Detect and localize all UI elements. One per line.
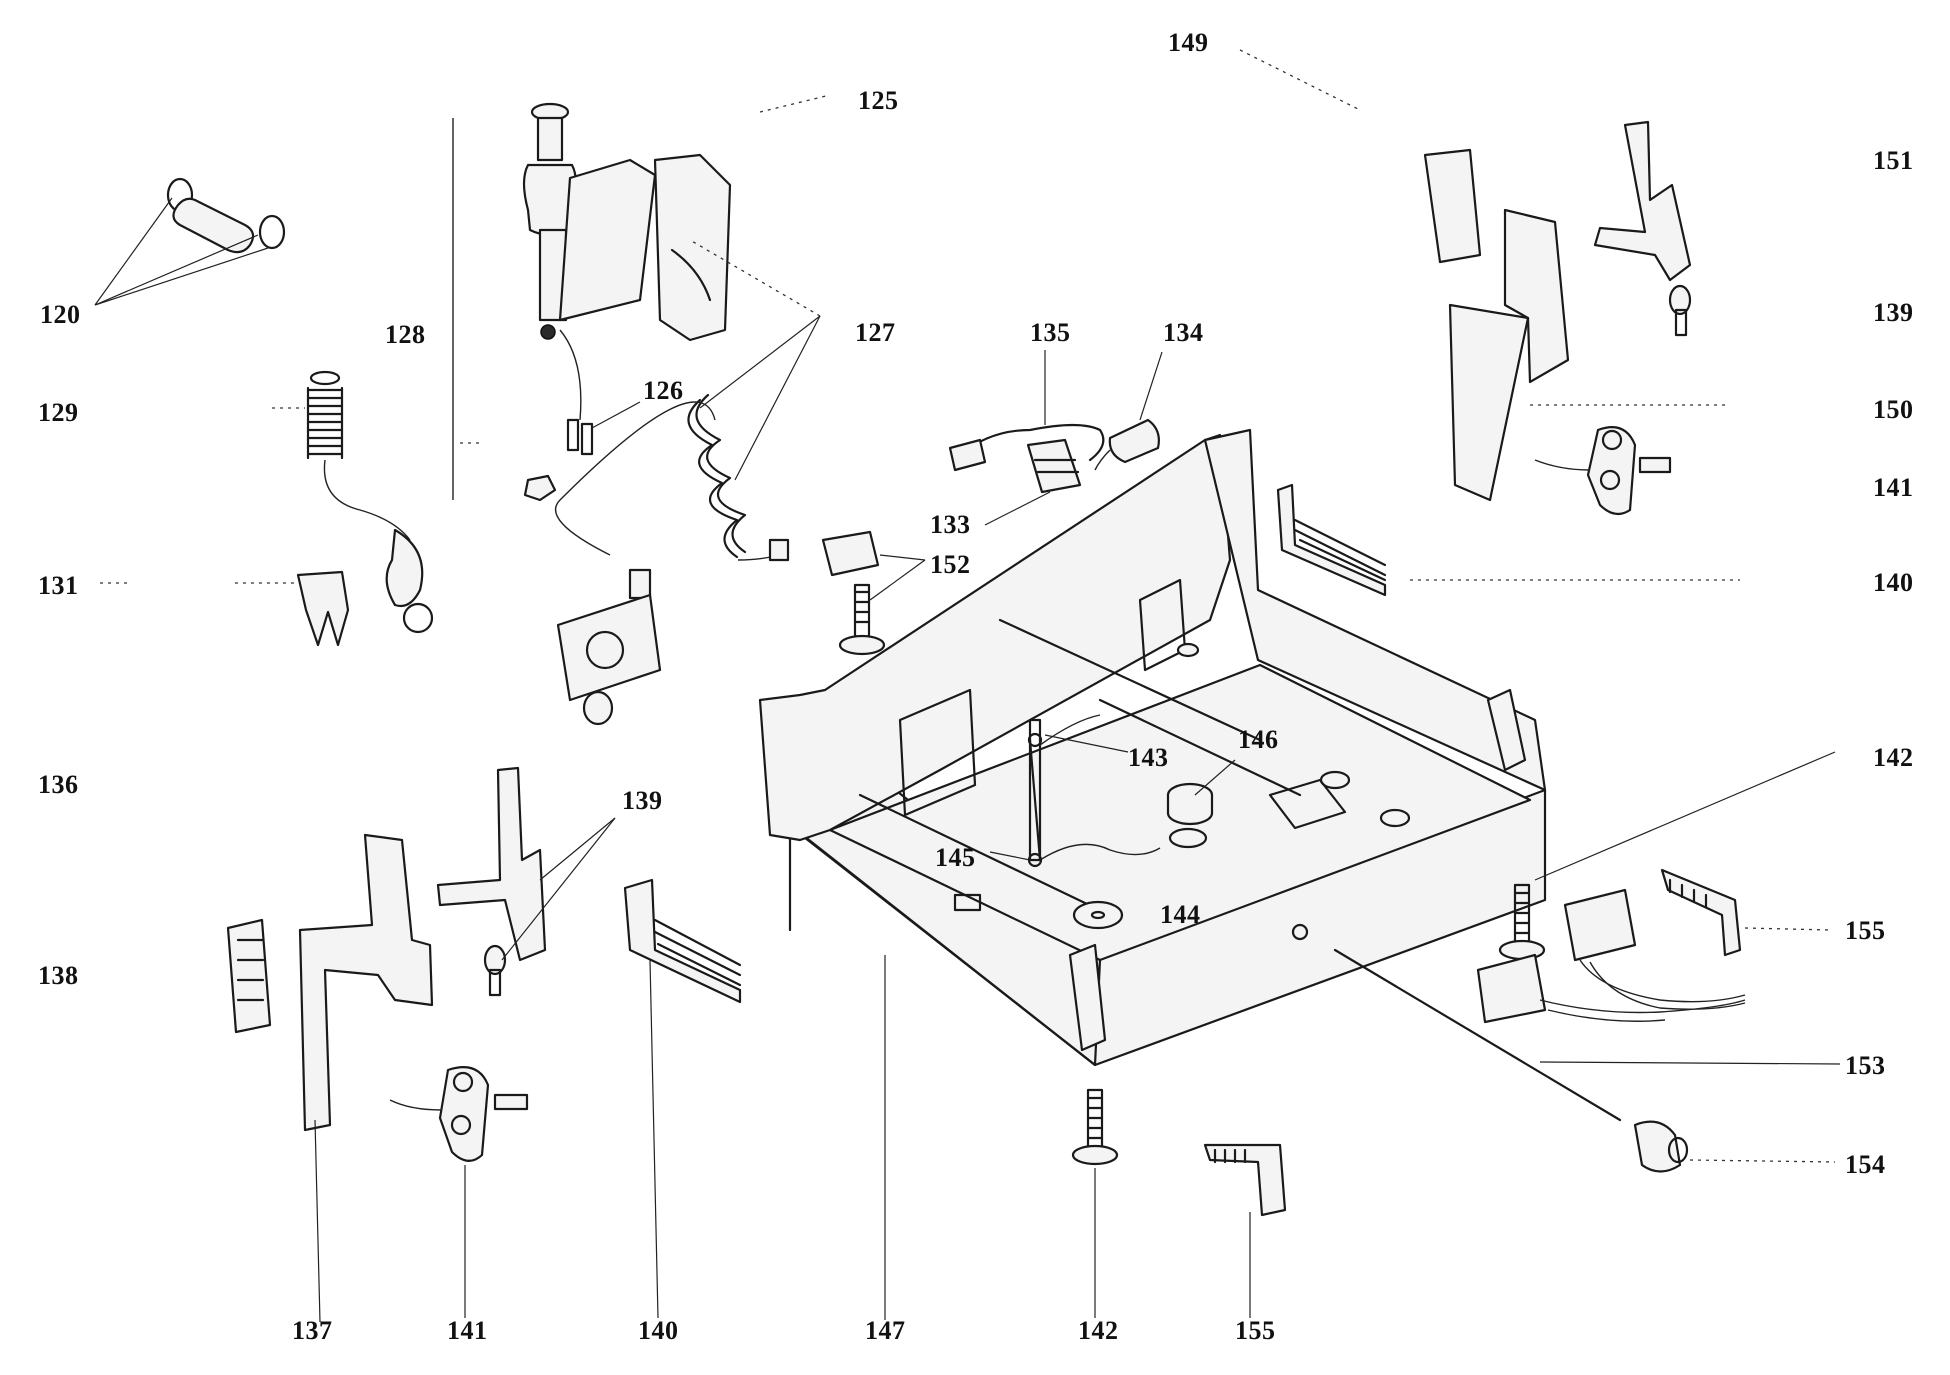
part-detergent-bracket	[556, 593, 662, 726]
callout-141-right: 141	[1873, 473, 1914, 502]
callout-139-right: 139	[1873, 298, 1914, 327]
part-131-clip	[100, 570, 350, 647]
callout-147: 147	[865, 1316, 906, 1345]
callout-126: 126	[643, 376, 684, 405]
part-147-base-tub	[758, 428, 1547, 1320]
callout-155-right: 155	[1845, 916, 1886, 945]
leader-146	[1194, 759, 1236, 796]
part-139-clip-right	[1668, 284, 1692, 337]
callout-144: 144	[1160, 900, 1201, 929]
part-139-clip-left	[483, 817, 616, 997]
callout-125: 125	[858, 86, 899, 115]
callout-141-bottom: 141	[447, 1316, 488, 1345]
part-127-inlet-hose	[554, 239, 821, 600]
callout-120: 120	[40, 300, 81, 329]
callout-145: 145	[935, 843, 976, 872]
part-138-panel-left	[226, 918, 272, 1034]
callout-134: 134	[1163, 318, 1204, 347]
part-wire-harness	[1476, 888, 1746, 1024]
callout-153: 153	[1845, 1051, 1886, 1080]
callout-138: 138	[38, 961, 79, 990]
part-141-switch-right	[1534, 426, 1672, 516]
callout-137: 137	[292, 1316, 333, 1345]
callout-150: 150	[1873, 395, 1914, 424]
part-154-cap	[1633, 1120, 1836, 1173]
part-152-foot-screw	[821, 530, 926, 656]
part-155-comb-bottom	[1203, 1143, 1287, 1318]
callout-142-right: 142	[1873, 743, 1914, 772]
part-120-clamps-and-sleeve	[94, 177, 286, 306]
callout-146: 146	[1238, 725, 1279, 754]
part-140-connector-bottom	[623, 878, 742, 1319]
part-149-bracket-right	[1239, 49, 1570, 502]
part-141-switch-left	[389, 1066, 529, 1318]
callout-128: 128	[385, 320, 426, 349]
callout-127: 127	[855, 318, 896, 347]
callout-136: 136	[38, 770, 79, 799]
part-134-capacitor	[1094, 351, 1163, 471]
callout-133: 133	[930, 510, 971, 539]
part-126-wire-connector	[523, 401, 641, 502]
leader-145	[989, 851, 1031, 861]
callout-139-left: 139	[622, 786, 663, 815]
leader-143	[1044, 734, 1129, 753]
callout-135: 135	[1030, 318, 1071, 347]
callout-149: 149	[1168, 28, 1209, 57]
part-155-comb-right	[1660, 868, 1831, 957]
callout-131: 131	[38, 571, 79, 600]
part-137-bracket-left	[298, 833, 434, 1323]
callout-143: 143	[1128, 743, 1169, 772]
part-hinge-left	[436, 766, 547, 962]
part-125-fill-valve	[522, 94, 831, 456]
part-133-pressure-switch	[984, 438, 1082, 526]
callout-140-bottom: 140	[638, 1316, 679, 1345]
part-142-screw-bottom	[1071, 1088, 1119, 1318]
callout-142-bottom: 142	[1078, 1316, 1119, 1345]
part-129-spring-hose	[272, 370, 434, 634]
part-142-screw-right	[1498, 751, 1836, 961]
part-135-hose	[948, 350, 1105, 472]
part-140-connector-right	[1276, 483, 1740, 597]
part-153-rod	[1333, 948, 1841, 1122]
callout-152: 152	[930, 550, 971, 579]
callout-140-right: 140	[1873, 568, 1914, 597]
callout-155-bottom: 155	[1235, 1316, 1276, 1345]
part-151-hinge-right	[1593, 120, 1692, 282]
callout-129: 129	[38, 398, 79, 427]
callout-154: 154	[1845, 1150, 1886, 1179]
callout-151: 151	[1873, 146, 1914, 175]
